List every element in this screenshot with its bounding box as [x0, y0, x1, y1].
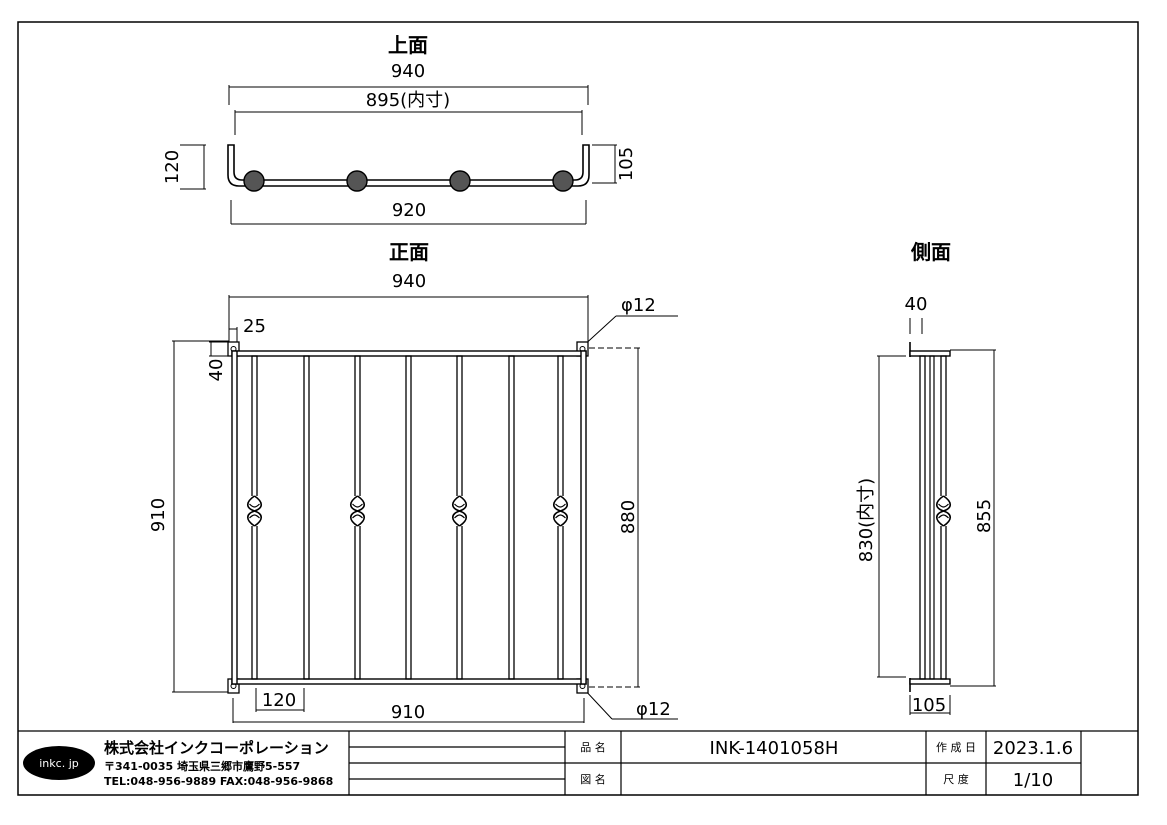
label-drawing: 図 名 [580, 772, 606, 786]
side-dim-830: 830(内寸) [856, 478, 877, 562]
top-view [180, 85, 617, 225]
label-scale: 尺 度 [943, 772, 969, 786]
company-address: 〒341-0035 埼玉県三郷市鷹野5-557 [104, 759, 300, 773]
drawing-date: 2023.1.6 [993, 738, 1073, 759]
company-name: 株式会社インクコーポレーション [104, 739, 329, 757]
logo-text: inkc. jp [39, 757, 78, 770]
side-view [877, 318, 996, 715]
front-dim-phi-bottom: φ12 [636, 699, 671, 720]
side-dim-105: 105 [912, 695, 946, 716]
front-dim-phi-top: φ12 [621, 295, 656, 316]
side-dim-855: 855 [974, 499, 995, 533]
drawing-scale: 1/10 [1013, 770, 1053, 791]
front-dim-25: 25 [243, 316, 266, 337]
label-date: 作 成 日 [936, 741, 976, 754]
side-view-title: 側面 [910, 240, 951, 264]
side-dim-40: 40 [905, 294, 928, 315]
top-dim-105: 105 [616, 147, 637, 181]
label-product: 品 名 [580, 740, 606, 754]
product-name: INK-1401058H [710, 738, 839, 759]
sheet-border [17, 21, 1139, 796]
front-dim-880: 880 [618, 500, 639, 534]
front-dim-120: 120 [262, 690, 296, 711]
top-dim-120: 120 [162, 150, 183, 184]
company-contact: TEL:048-956-9889 FAX:048-956-9868 [104, 775, 333, 788]
front-view-title: 正面 [389, 240, 429, 264]
top-dim-895: 895(内寸) [366, 90, 450, 111]
title-block [18, 730, 1138, 795]
front-dim-910-width: 910 [391, 702, 425, 723]
company-logo [23, 746, 95, 780]
front-dim-40: 40 [206, 359, 227, 382]
top-view-title: 上面 [388, 33, 428, 57]
front-dim-940: 940 [392, 271, 426, 292]
top-dim-940: 940 [391, 61, 425, 82]
top-dim-920: 920 [392, 200, 426, 221]
front-dim-910-height: 910 [148, 498, 169, 532]
